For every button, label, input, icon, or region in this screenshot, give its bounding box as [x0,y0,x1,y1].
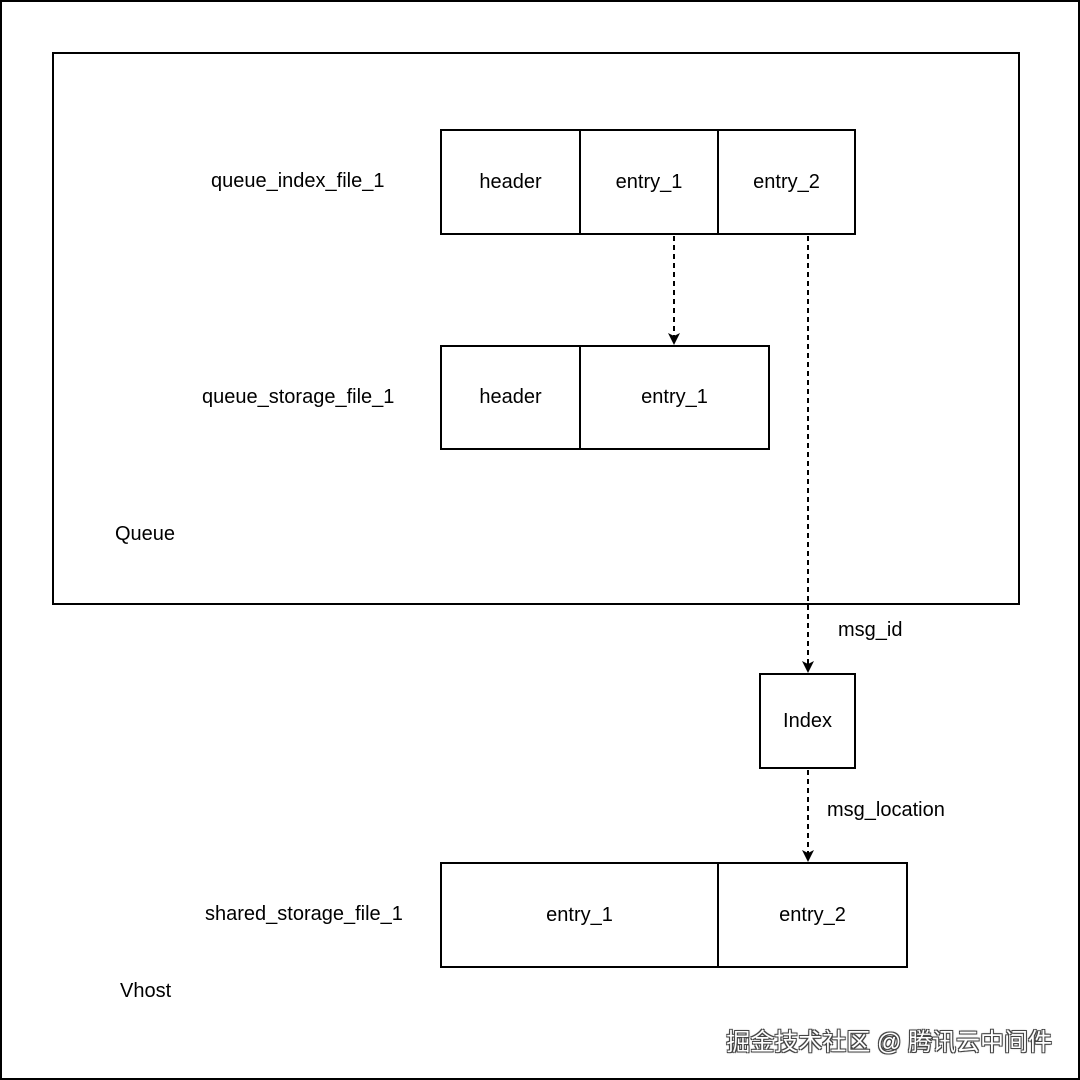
queue-storage-file-box: header entry_1 [440,345,770,450]
queue-storage-file-label: queue_storage_file_1 [202,386,395,408]
queue-index-file-label: queue_index_file_1 [211,170,385,192]
vhost-label: Vhost [120,980,172,1002]
index-file-entry1-cell: entry_1 [579,131,717,233]
shared-storage-file-box: entry_1 entry_2 [440,862,908,968]
msg-id-label: msg_id [838,619,903,641]
queue-index-file-box: header entry_1 entry_2 [440,129,856,235]
shared-file-entry2-cell: entry_2 [717,864,906,966]
index-box-label: Index [783,709,832,732]
index-box: Index [759,673,856,769]
shared-storage-file-label: shared_storage_file_1 [205,903,403,925]
storage-file-header-cell: header [479,386,542,408]
msg-location-label: msg_location [827,799,945,821]
storage-file-entry1-cell: entry_1 [579,347,768,448]
index-file-entry2-cell: entry_2 [717,131,854,233]
queue-label: Queue [115,523,176,545]
index-file-header-cell: header [479,170,542,193]
watermark-text: 掘金技术社区 @ 腾讯云中间件 [726,1029,1052,1056]
shared-file-entry1-cell: entry_1 [546,903,613,926]
